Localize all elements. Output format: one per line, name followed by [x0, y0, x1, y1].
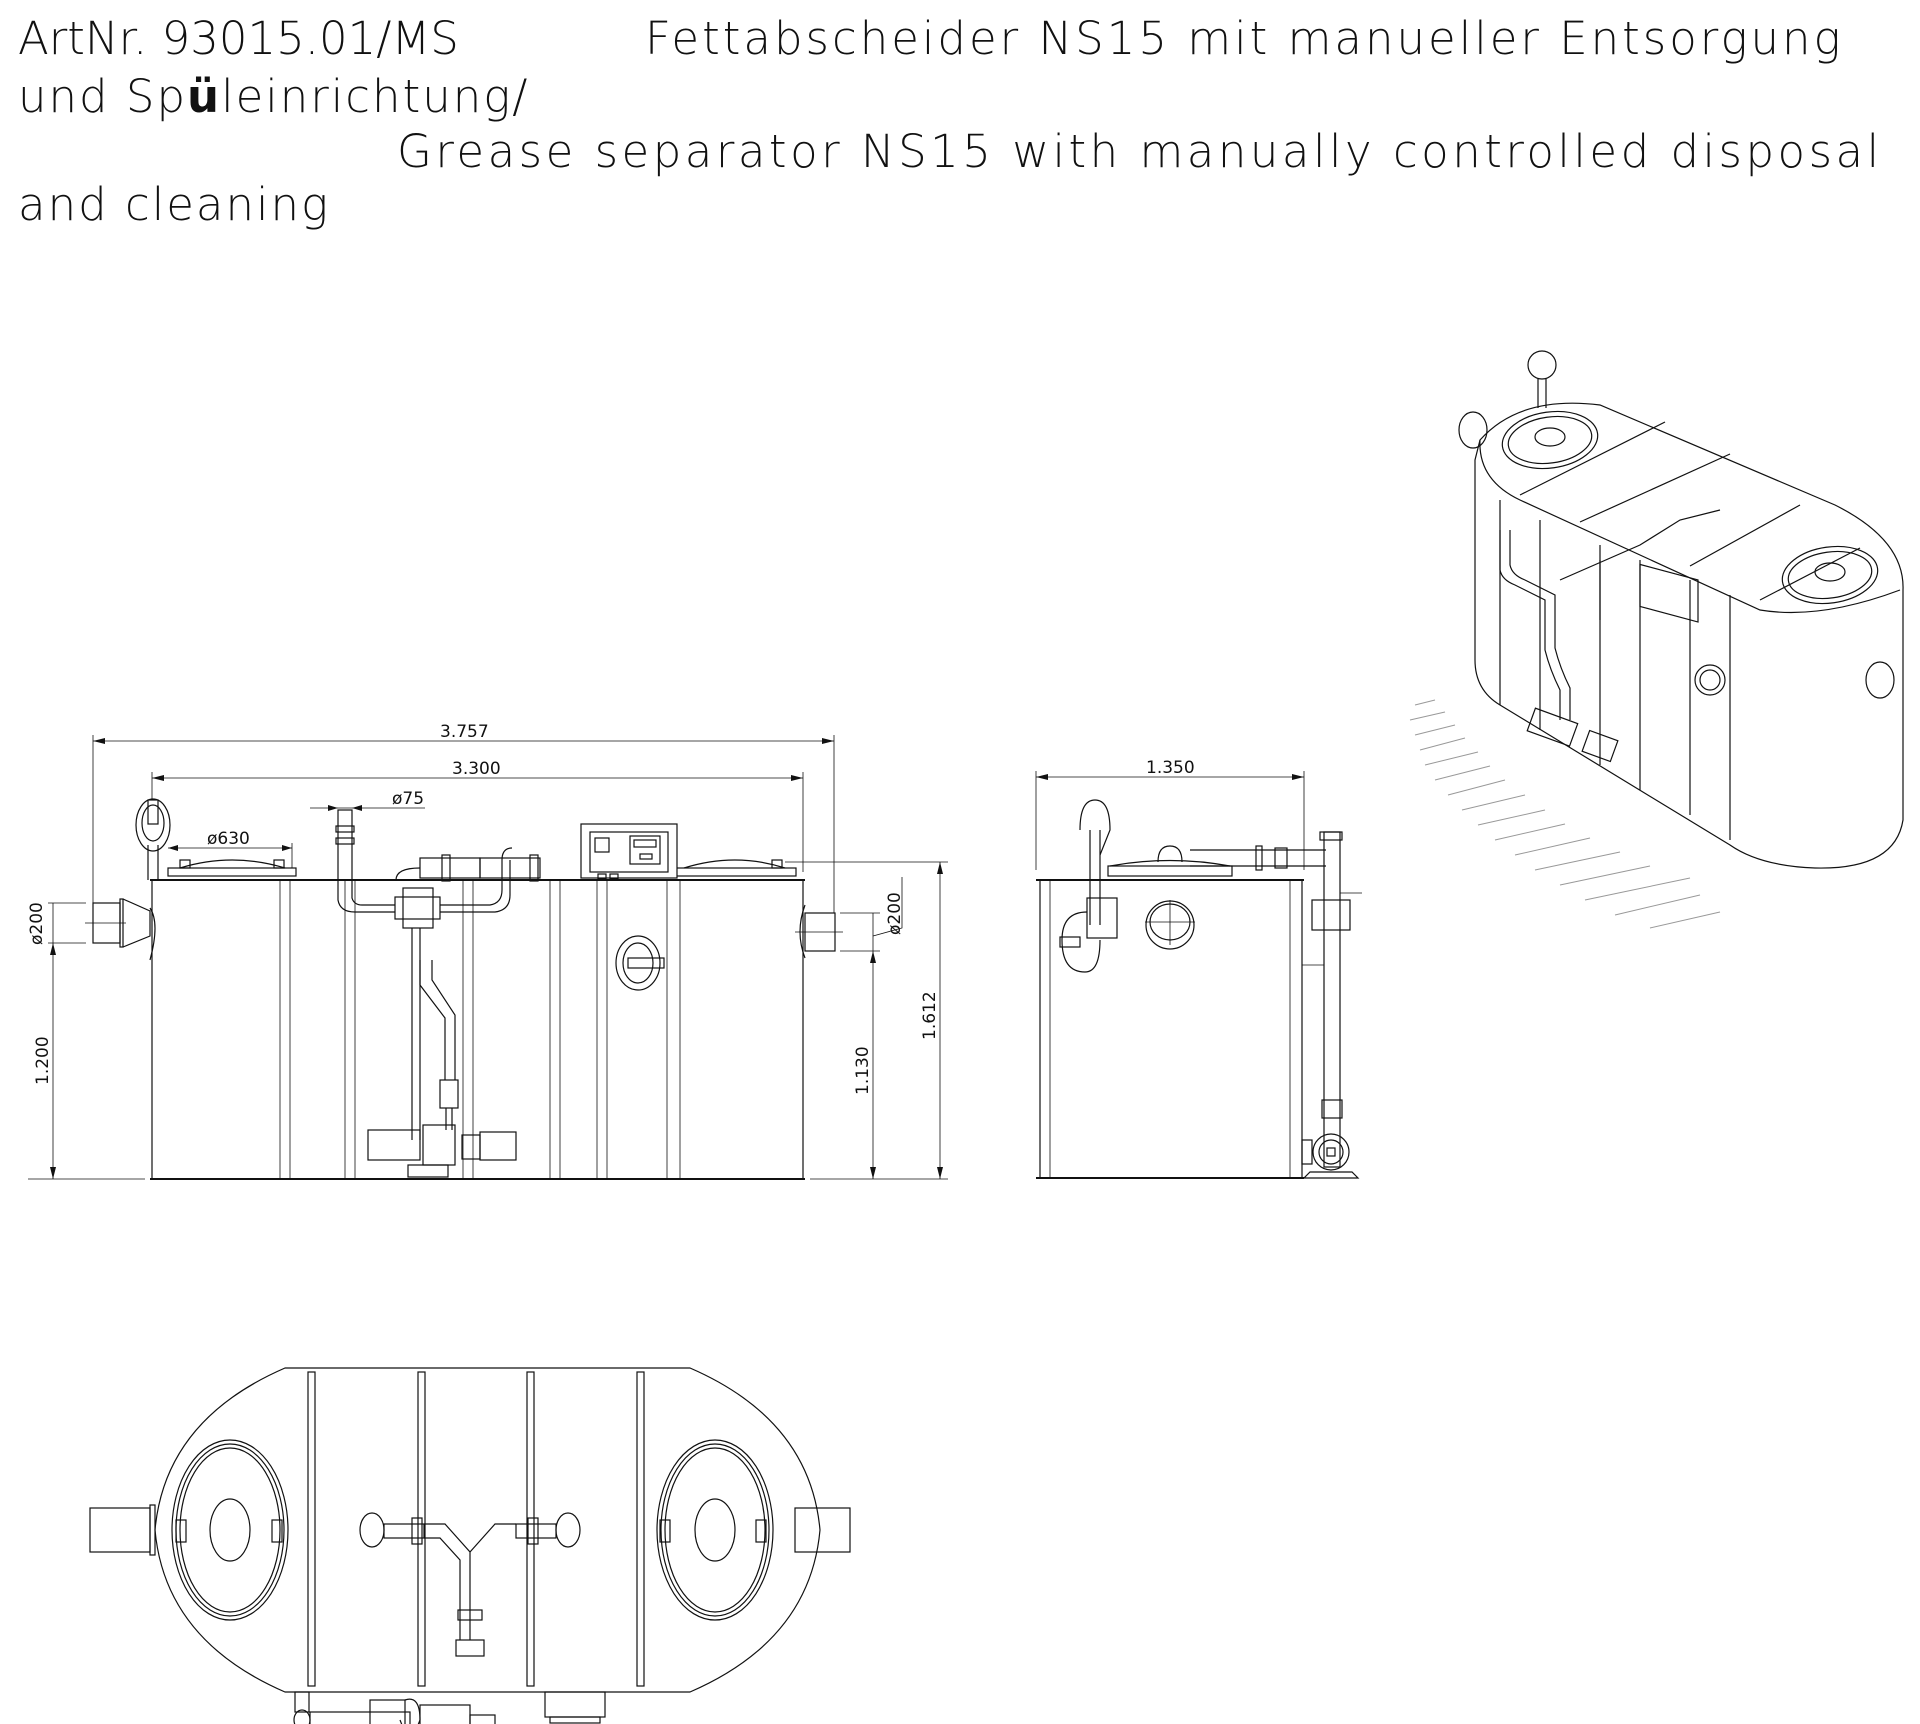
side-elevation-view: 1.350 [1035, 758, 1362, 1179]
outlet-pipe [795, 904, 843, 959]
title-german-line2: und Spüleinrichtung/ [18, 70, 529, 123]
title-block: ArtNr. 93015.01/MS Fettabscheider NS15 m… [18, 12, 1883, 231]
dim-overall-length: 3.757 [440, 722, 489, 742]
side-discharge-pipe [1190, 831, 1362, 1168]
manhole-cover-right [675, 859, 797, 877]
dim-outlet-diameter: ø200 [885, 892, 905, 935]
side-tank-body [1039, 879, 1303, 1179]
dim-cover-diameter: ø630 [207, 829, 250, 849]
pipe-manifold [394, 847, 541, 929]
dim-inlet-diameter: ø200 [27, 902, 47, 945]
article-number: ArtNr. 93015.01/MS [18, 12, 459, 65]
dim-tank-length: 3.300 [452, 759, 501, 779]
dimension-labels: 3.757 3.300 ø630 ø75 ø200 1.200 ø200 1.1… [27, 722, 940, 1095]
inspection-flange [615, 935, 665, 991]
front-elevation-view: 3.757 3.300 ø630 ø75 ø200 1.200 ø200 1.1… [27, 722, 948, 1180]
control-box [580, 823, 678, 880]
plan-view [89, 1367, 851, 1724]
title-english-line1: Grease separator NS15 with manually cont… [397, 125, 1883, 178]
dim-inlet-height: 1.200 [33, 1036, 53, 1085]
tank-ribs [279, 880, 681, 1179]
dimension-lines [28, 735, 948, 1180]
dim-pipe-diameter: ø75 [392, 789, 424, 809]
plan-pump-assembly [293, 1691, 606, 1724]
ground-hatch [1409, 699, 1721, 929]
isometric-view [1409, 350, 1904, 929]
dim-total-height: 1.612 [920, 991, 940, 1040]
inlet-pipe [85, 898, 156, 961]
lifting-eye [135, 798, 171, 880]
suction-pipe [411, 928, 459, 1140]
side-pump [1301, 1133, 1360, 1179]
title-german-line1: Fettabscheider NS15 mit manueller Entsor… [645, 12, 1844, 65]
plan-tank-outline [154, 1367, 821, 1693]
dim-outlet-height: 1.130 [853, 1046, 873, 1095]
plan-y-manifold [359, 1512, 581, 1657]
side-lifting-eye [1059, 799, 1118, 973]
title-english-line2: and cleaning [18, 178, 330, 231]
manhole-cover-left [167, 859, 297, 877]
vent-pipe [335, 809, 395, 913]
dim-side-width: 1.350 [1146, 758, 1195, 778]
pump [367, 1124, 517, 1178]
tank-body [151, 879, 804, 1180]
